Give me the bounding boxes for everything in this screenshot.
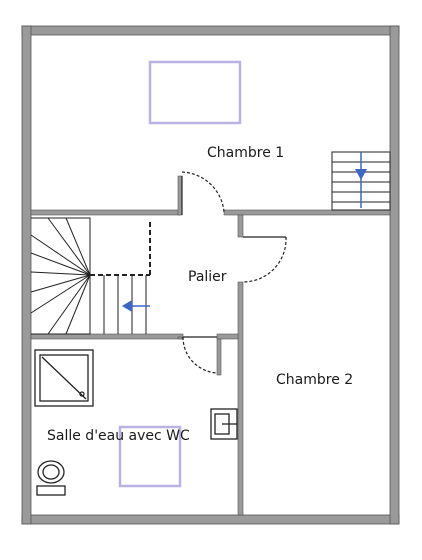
stair-arrow-main: [122, 300, 150, 312]
room-label-salle-deau: Salle d'eau avec WC: [47, 428, 190, 444]
shower-tray-icon: [34, 349, 94, 407]
outer-walls: [21, 25, 400, 525]
skylight-salle-deau: [118, 425, 182, 488]
toilet-icon: [36, 460, 66, 496]
door-chambre-2: [242, 236, 287, 283]
interior-walls: [30, 175, 391, 516]
door-salle-deau: [182, 336, 218, 374]
room-label-chambre-1: Chambre 1: [207, 145, 284, 161]
room-label-chambre-2: Chambre 2: [276, 372, 353, 388]
stair-arrow-chambre-1: [355, 152, 367, 208]
doors: [181, 171, 287, 374]
door-chambre-1: [181, 171, 225, 215]
room-label-palier: Palier: [188, 269, 227, 285]
skylight-chambre-1: [148, 60, 242, 125]
washbasin-icon: [210, 408, 238, 440]
skylights: [118, 60, 242, 488]
staircase-main: [30, 217, 151, 335]
